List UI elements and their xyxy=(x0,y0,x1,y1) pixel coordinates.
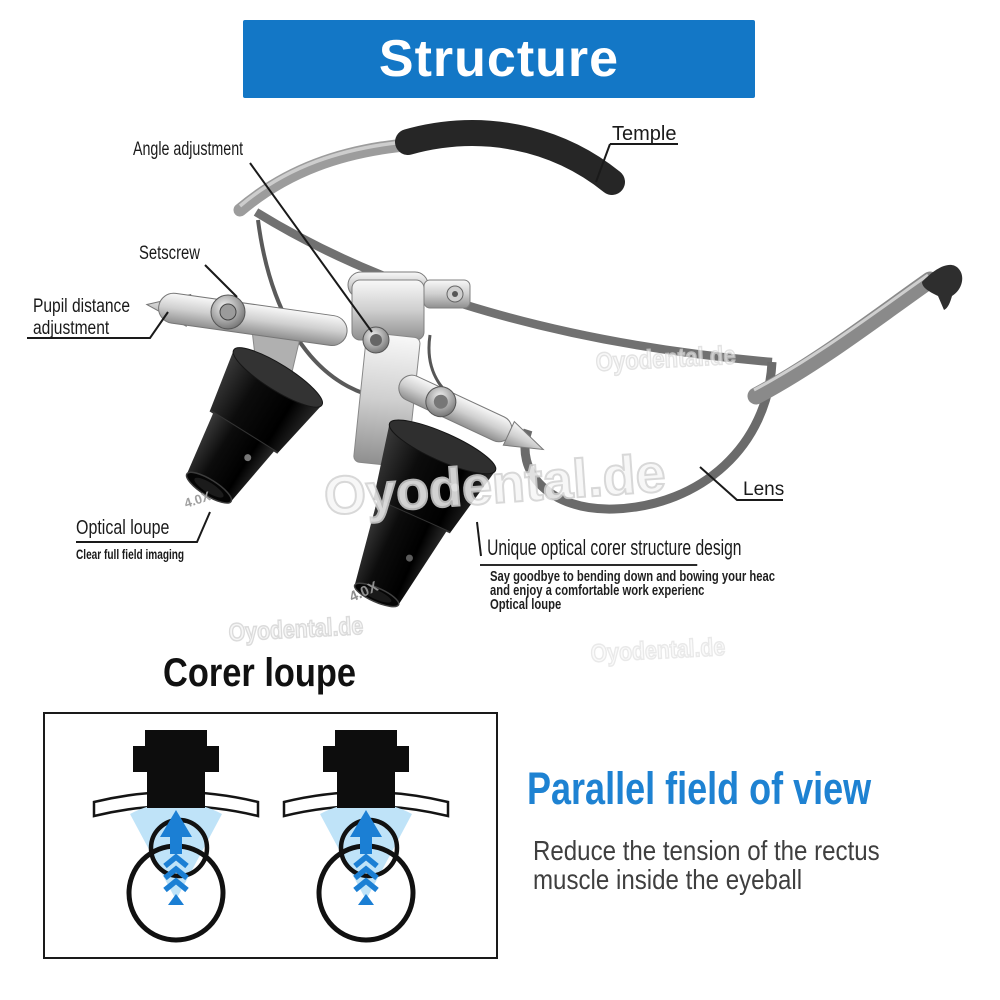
magnification-marking-left: 4.0X xyxy=(182,488,212,511)
unique-design-callout: Unique optical corer structure design Sa… xyxy=(480,535,786,611)
eye-figure-left xyxy=(94,730,258,940)
corer-loupe-diagram xyxy=(43,712,498,959)
label-setscrew: Setscrew xyxy=(139,243,200,264)
loupe-glasses-illustration: 4.0X 4.0X xyxy=(27,120,963,608)
lens-wire xyxy=(520,361,777,514)
temple-arm-right xyxy=(747,264,963,405)
eye-figure-right xyxy=(284,730,448,940)
frame-front xyxy=(253,208,777,514)
optical-loupe-leader xyxy=(76,511,211,543)
unique-design-line1: Say goodbye to bending down and bowing y… xyxy=(490,568,776,585)
structure-banner: Structure xyxy=(243,20,755,98)
unique-design-leader xyxy=(476,521,482,557)
eye-diagram-svg xyxy=(43,712,498,959)
banner-title: Structure xyxy=(378,30,620,88)
hinge-rod-right xyxy=(398,374,545,451)
unique-design-body: Say goodbye to bending down and bowing y… xyxy=(490,568,786,613)
temple-leader xyxy=(595,143,678,183)
corer-loupe-title: Corer loupe xyxy=(163,651,357,695)
label-temple: Temple xyxy=(612,123,677,145)
parallel-field-title: Parallel field of view xyxy=(527,763,872,814)
parallel-field-body-line2: muscle inside the eyeball xyxy=(533,864,803,895)
setscrew-leader xyxy=(204,264,238,298)
unique-design-line3: Optical loupe xyxy=(490,595,562,613)
label-pupil-distance-line2: adjustment xyxy=(33,318,110,339)
label-angle-adjustment: Angle adjustment xyxy=(133,139,244,160)
pupil-distance-rod xyxy=(145,292,348,347)
parallel-field-body: Reduce the tension of the rectus muscle … xyxy=(533,836,880,894)
parallel-field-body-line1: Reduce the tension of the rectus xyxy=(533,835,880,866)
optical-loupe-left xyxy=(185,347,323,504)
temple-rubber-grip xyxy=(395,120,625,195)
pupil-distance-leader xyxy=(27,311,169,339)
label-lens: Lens xyxy=(743,479,785,500)
lens-leader xyxy=(699,466,783,501)
callout-lines xyxy=(27,143,783,557)
temple-arm-left xyxy=(233,120,625,217)
bullet-tip xyxy=(502,420,545,451)
label-pupil-distance-line1: Pupil distance xyxy=(33,296,131,317)
label-optical-loupe-subtitle: Clear full field imaging xyxy=(76,546,185,562)
angle-adjustment-leader xyxy=(249,162,373,333)
unique-design-title: Unique optical corer structure design xyxy=(480,535,741,566)
temple-hook-tip xyxy=(922,264,963,310)
label-pupil-distance: Pupil distance adjustment xyxy=(33,296,130,340)
optical-loupe-right xyxy=(353,419,497,608)
label-optical-loupe: Optical loupe xyxy=(76,517,170,539)
unique-design-line2: and enjoy a comfortable work experienc xyxy=(490,581,705,599)
